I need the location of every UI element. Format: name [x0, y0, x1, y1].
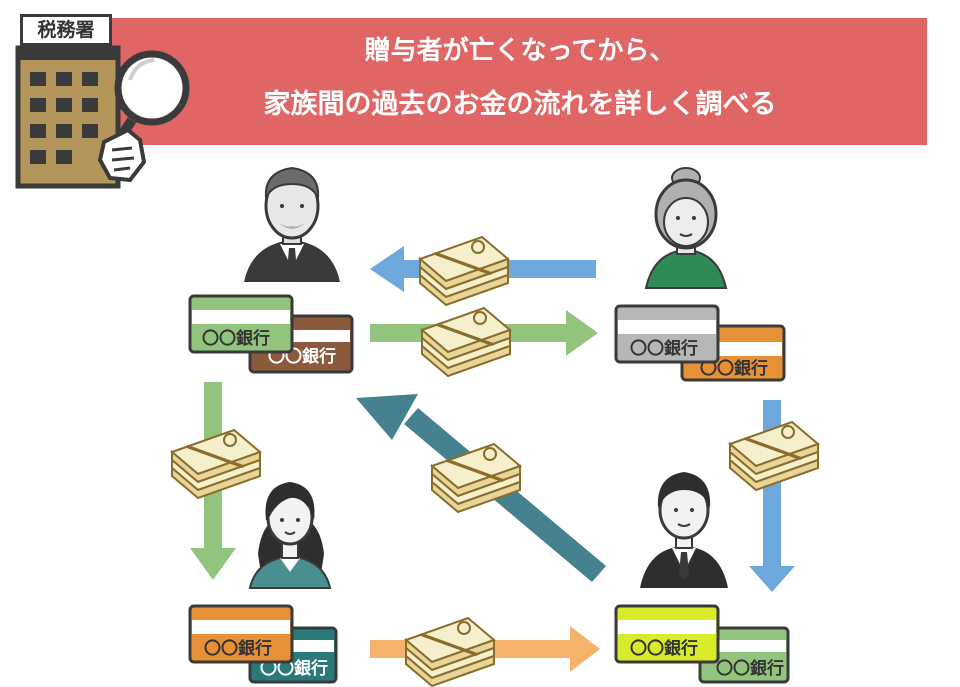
bank-card-label: 〇〇銀行 — [700, 358, 768, 379]
grandfather-icon — [244, 166, 340, 282]
header-line-1: 贈与者が亡くなってから、 — [364, 36, 676, 66]
cash-bundle-icon — [419, 236, 509, 306]
bank-card-label: 〇〇銀行 — [204, 638, 272, 659]
tax-office-icon — [15, 45, 190, 189]
bank-card: 〇〇銀行 — [188, 294, 294, 354]
tax-office-label: 税務署 — [20, 14, 112, 46]
grandmother-icon — [644, 167, 728, 289]
woman-icon — [248, 482, 332, 589]
cash-bundle-icon — [171, 429, 261, 499]
bank-card-label: 〇〇銀行 — [716, 658, 784, 679]
man-icon — [640, 472, 728, 588]
bank-card: 〇〇銀行 — [614, 304, 720, 364]
cash-bundle-icon — [405, 617, 495, 687]
bank-card: 〇〇銀行 — [188, 604, 294, 664]
bank-card: 〇〇銀行 — [614, 604, 720, 664]
cash-bundle-icon — [729, 421, 819, 491]
header-banner — [95, 18, 927, 145]
header-line-2: 家族間の過去のお金の流れを詳しく調べる — [263, 89, 777, 120]
bank-card: 〇〇銀行 — [698, 626, 790, 684]
bank-card-label: 〇〇銀行 — [630, 338, 698, 359]
bank-card-label: 〇〇銀行 — [630, 638, 698, 659]
bank-card-label: 〇〇銀行 — [202, 328, 270, 349]
cash-bundle-icon — [421, 307, 511, 377]
